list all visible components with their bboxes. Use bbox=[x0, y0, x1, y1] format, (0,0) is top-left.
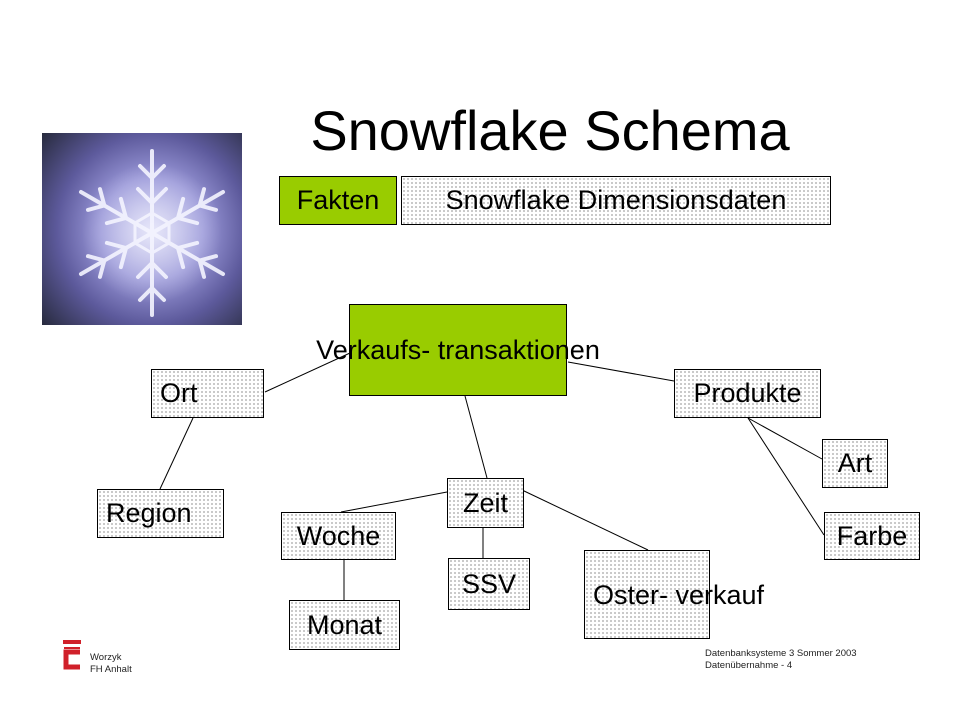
footer-author: Worzyk FH Anhalt bbox=[90, 652, 132, 676]
node-art-label: Art bbox=[837, 448, 873, 478]
fh-anhalt-logo-icon bbox=[63, 640, 81, 670]
node-region: Region bbox=[97, 489, 224, 538]
node-fact-verkaufstransaktionen: Verkaufs- transaktionen bbox=[316, 304, 600, 396]
edge-ort-region bbox=[159, 417, 194, 490]
edge-produkte-farbe bbox=[747, 417, 825, 536]
legend-dimensions-label: Snowflake Dimensionsdaten bbox=[445, 185, 787, 215]
footer-course-info: Datenbanksysteme 3 Sommer 2003 Datenüber… bbox=[705, 648, 857, 672]
node-ssv-label: SSV bbox=[461, 568, 517, 599]
edge-produkte-art bbox=[747, 417, 823, 460]
node-woche-label: Woche bbox=[296, 520, 381, 551]
legend-facts: Fakten bbox=[279, 176, 397, 225]
legend-facts-label: Fakten bbox=[296, 185, 380, 215]
node-ort-label: Ort bbox=[160, 378, 198, 408]
node-monat: Monat bbox=[289, 600, 400, 650]
node-ort: Ort bbox=[151, 369, 264, 418]
edge-fact-zeit bbox=[464, 395, 488, 479]
node-monat-label: Monat bbox=[306, 609, 383, 640]
footer-institution: FH Anhalt bbox=[90, 664, 132, 675]
slide-title: Snowflake Schema bbox=[310, 99, 790, 162]
edge-zeit-osterverkauf bbox=[521, 489, 649, 551]
node-zeit: Zeit bbox=[447, 478, 524, 528]
node-art: Art bbox=[822, 439, 888, 488]
snowflake-icon bbox=[71, 149, 233, 317]
snowflake-photo bbox=[42, 133, 242, 325]
node-produkte-label: Produkte bbox=[693, 378, 802, 408]
node-osterverkauf: Oster- verkauf bbox=[584, 550, 764, 639]
edge-zeit-woche bbox=[340, 491, 448, 513]
node-ssv: SSV bbox=[448, 558, 530, 610]
footer-course: Datenbanksysteme 3 Sommer 2003 bbox=[705, 648, 857, 659]
node-zeit-label: Zeit bbox=[462, 487, 508, 518]
node-farbe-label: Farbe bbox=[836, 520, 908, 551]
node-produkte: Produkte bbox=[674, 369, 821, 418]
legend-dimensions: Snowflake Dimensionsdaten bbox=[401, 176, 831, 225]
node-woche: Woche bbox=[281, 512, 396, 560]
node-farbe: Farbe bbox=[824, 512, 920, 560]
footer-author-name: Worzyk bbox=[90, 652, 122, 663]
node-osterverkauf-label: Oster- verkauf bbox=[593, 579, 765, 610]
node-fact-label: Verkaufs- transaktionen bbox=[316, 335, 600, 365]
edge-fact-produkte bbox=[567, 361, 675, 382]
edge-fact-ort bbox=[264, 352, 351, 393]
footer-page: Datenübernahme - 4 bbox=[705, 660, 793, 671]
node-region-label: Region bbox=[106, 498, 192, 528]
